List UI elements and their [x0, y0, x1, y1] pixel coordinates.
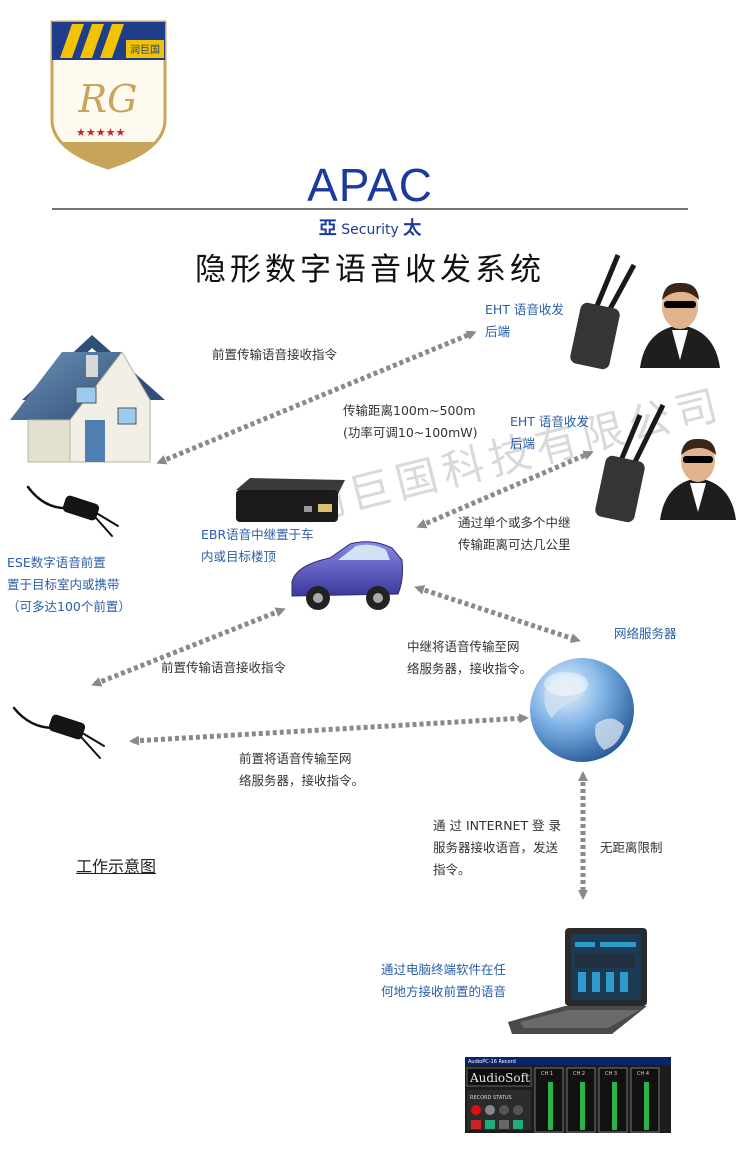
ebr-relay-box	[236, 478, 345, 522]
arrows	[91, 330, 594, 900]
distance-label: 传输距离100m~500m (功率可调10~100mW)	[343, 400, 478, 444]
ebr-label: EBR语音中继置于车 内或目标楼顶	[201, 524, 314, 568]
relay-server-line2: 络服务器，接收指令。	[407, 661, 533, 676]
eht-label-2-line1: EHT 语音收发	[510, 414, 589, 429]
channel-4-label: CH 4	[637, 1071, 649, 1077]
internet-line1: 通 过 INTERNET 登 录	[433, 818, 562, 833]
globe-server-icon	[530, 658, 634, 762]
arrow-car-server	[414, 585, 581, 643]
top-command-label: 前置传输语音接收指令	[212, 347, 338, 362]
eht-radio-2	[595, 403, 666, 523]
brand-right-char: 太	[403, 218, 422, 239]
distance-line1: 传输距离100m~500m	[343, 403, 476, 418]
arrow-ese-car	[91, 607, 286, 687]
server-label: 网络服务器	[614, 626, 677, 641]
arrow-ese-server	[129, 713, 529, 746]
internet-label: 通 过 INTERNET 登 录 服务器接收语音，发送 指令。	[433, 815, 561, 881]
house-illustration	[10, 335, 165, 463]
distance-line2: (功率可调10~100mW)	[343, 425, 478, 440]
brand-title: APAC	[307, 159, 433, 211]
relay-range-line1: 通过单个或多个中继	[458, 515, 571, 530]
diagram-caption: 工作示意图	[76, 857, 157, 876]
page-title: 隐形数字语音收发系统	[195, 252, 545, 288]
mid-command-label: 前置传输语音接收指令	[161, 660, 287, 675]
software-channels: CH 1 CH 2 CH 3 CH 4	[534, 1067, 660, 1133]
logo-monogram: RG	[78, 77, 138, 121]
eht-label-1: EHT 语音收发 后端	[485, 299, 564, 343]
agent-avatar-2	[660, 438, 736, 520]
pc-label: 通过电脑终端软件在任 何地方接收前置的语音	[381, 959, 506, 1003]
channel-2-label: CH 2	[573, 1071, 585, 1077]
logo-stars: ★★★★★	[76, 126, 125, 139]
ese-line3: （可多达100个前置）	[7, 599, 131, 614]
laptop-illustration	[508, 928, 647, 1034]
internet-line2: 服务器接收语音，发送	[433, 840, 559, 855]
ese-device-bottom	[12, 706, 105, 759]
arrow-relay-eht2	[416, 450, 594, 529]
internet-line3: 指令。	[433, 862, 471, 877]
pc-line2: 何地方接收前置的语音	[381, 984, 507, 999]
relay-server-line1: 中继将语音传输至网	[407, 639, 520, 654]
pc-line1: 通过电脑终端软件在任	[381, 962, 507, 977]
brand-left-char: 亞	[318, 218, 337, 239]
car-illustration	[291, 541, 403, 610]
ese-line1: ESE数字语音前置	[7, 555, 106, 570]
eht-radio-1	[570, 254, 637, 370]
ese-label: ESE数字语音前置 置于目标室内或携带 （可多达100个前置）	[7, 552, 131, 618]
logo-badge-text: 润巨国	[130, 43, 160, 56]
arrow-house-eht1	[156, 330, 477, 465]
brand-mid: Security	[341, 222, 399, 238]
software-brand: AudioSoft	[469, 1071, 530, 1085]
eht-label-2: EHT 语音收发 后端	[510, 411, 589, 455]
eht-label-1-line1: EHT 语音收发	[485, 302, 564, 317]
record-status-label: RECORD STATUS	[470, 1095, 512, 1101]
ese-device-top	[26, 485, 119, 537]
brand-subtitle: 亞 Security 太	[0, 214, 740, 240]
software-window-title: AudioPC-16 Record	[468, 1059, 516, 1065]
front-server-line2: 络服务器，接收指令。	[239, 773, 365, 788]
front-server-line1: 前置将语音传输至网	[239, 751, 352, 766]
svg-text:★★★★★: ★★★★★	[76, 126, 125, 139]
channel-1-label: CH 1	[541, 1071, 553, 1077]
agent-avatar-1	[640, 282, 720, 368]
ebr-line2: 内或目标楼顶	[201, 549, 277, 564]
audio-software-screenshot: AudioPC-16 Record AudioSoft RECORD STATU…	[465, 1057, 671, 1133]
relay-server-label: 中继将语音传输至网 络服务器，接收指令。	[407, 636, 532, 680]
ebr-line1: EBR语音中继置于车	[201, 527, 314, 542]
relay-range-label: 通过单个或多个中继 传输距离可达几公里	[458, 512, 571, 556]
front-server-label: 前置将语音传输至网 络服务器，接收指令。	[239, 748, 364, 792]
no-limit-label: 无距离限制	[600, 840, 663, 855]
channel-3-label: CH 3	[605, 1071, 617, 1077]
ese-line2: 置于目标室内或携带	[7, 577, 120, 592]
eht-label-1-line2: 后端	[485, 324, 511, 339]
relay-range-line2: 传输距离可达几公里	[458, 537, 571, 552]
eht-label-2-line2: 后端	[510, 436, 536, 451]
